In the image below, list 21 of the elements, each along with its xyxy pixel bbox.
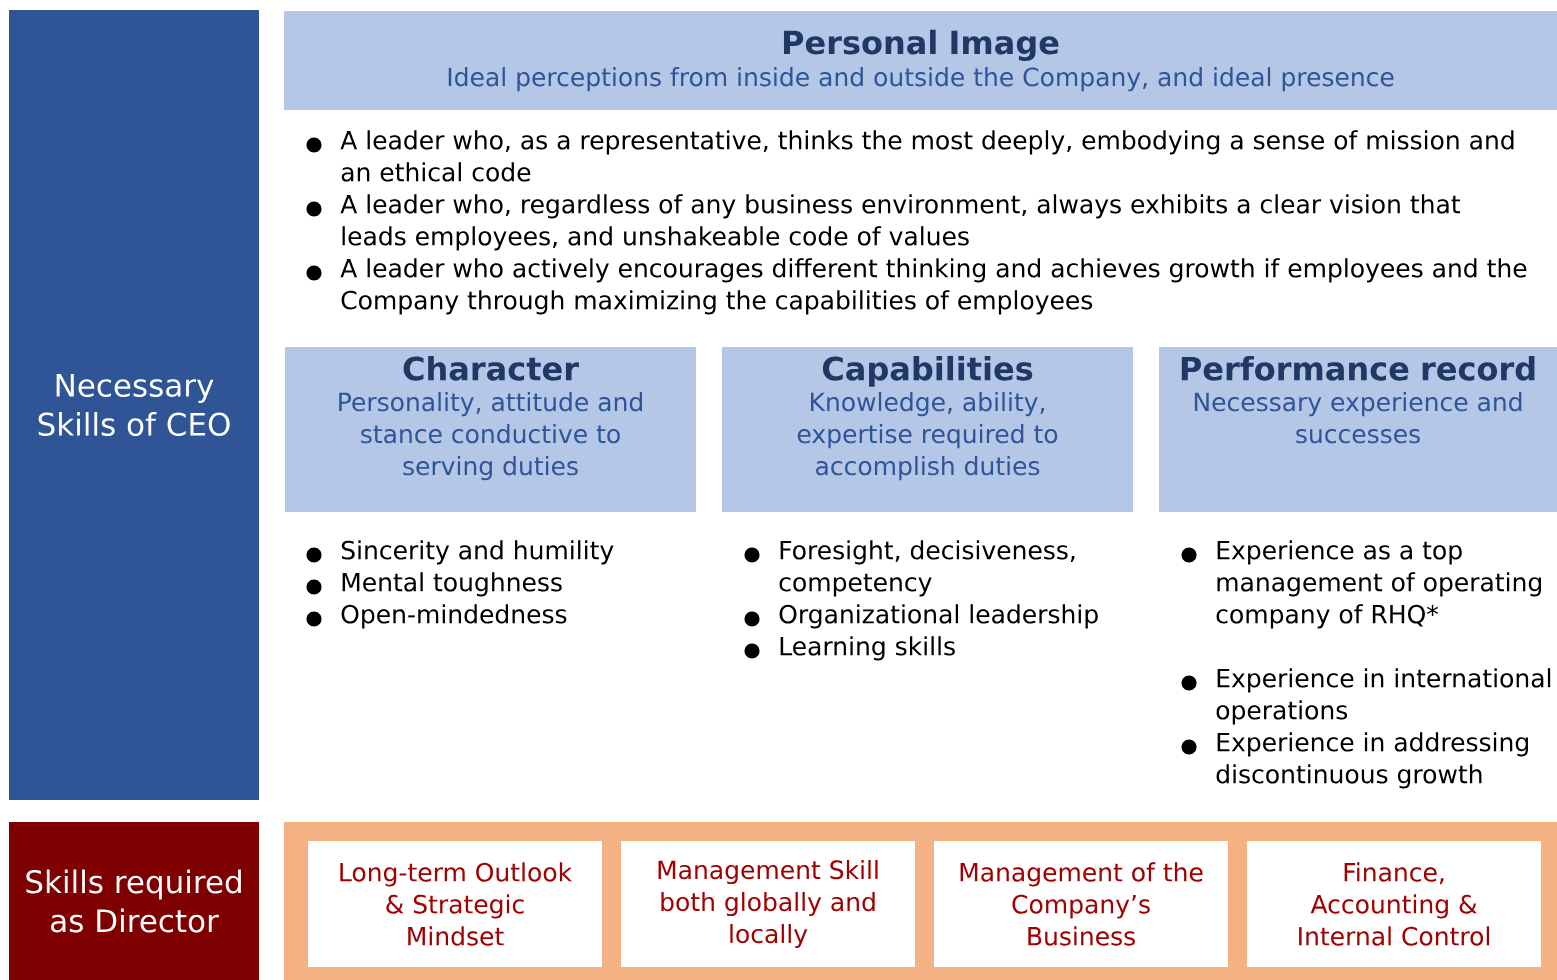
bullet-text: A leader who, regardless of any business environment, always exhibits a clear vision that leads employees, and unshakeable code of values (340, 194, 1461, 251)
category-box: Performance record Necessary experience and successes (1159, 347, 1557, 512)
bullet-text: Experience in international operations (1216, 668, 1551, 725)
bullet-text: Learning skills (780, 636, 955, 661)
bullet-text: Experience as a top management of operating company of RHQ* (1216, 540, 1541, 629)
skill-box: Management of the Company’s Business (934, 841, 1228, 967)
bullet-text: Experience in addressing discontinuous growth (1216, 732, 1528, 789)
category-box: Capabilities Knowledge, ability, expertise required to accomplish duties (722, 347, 1133, 512)
side-band: Skills required as Director (9, 822, 259, 980)
skill-box: Long-term Outlook & Strategic Mindset (308, 841, 602, 967)
skill-box: Finance, Accounting & Internal Control (1247, 841, 1541, 967)
bullet-text: Mental toughness (342, 572, 562, 597)
side-band: Necessary Skills of CEO (9, 10, 259, 800)
bullet-text: Foresight, decisiveness, competency (779, 540, 1075, 597)
bullet-text: Organizational leadership (779, 604, 1098, 629)
bullet-text: A leader who actively encourages different thinking and achieves growth if employees and the Company through maximizing the capabilities of employees (340, 258, 1527, 315)
skill-box: Management Skill both globally and locally (621, 841, 915, 967)
category-box: Character Personality, attitude and stance conductive to serving duties (285, 347, 696, 512)
bullet-text: Sincerity and humility (341, 540, 614, 565)
bullet-text: Open-mindedness (341, 604, 567, 629)
heading-box: Personal Image Ideal perceptions from inside and outside the Company, and ideal presence (284, 11, 1557, 110)
